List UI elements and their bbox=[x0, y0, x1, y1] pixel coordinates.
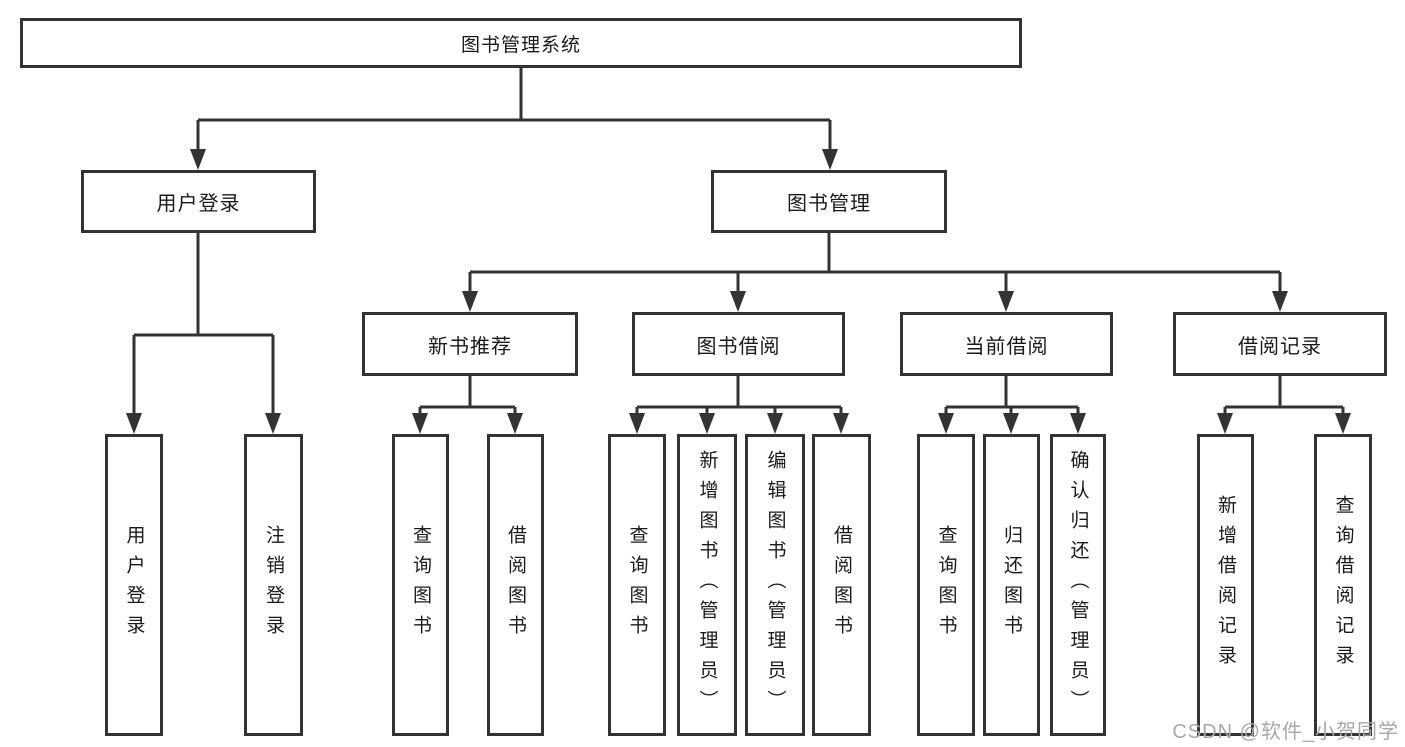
node-book-management: 图书管理 bbox=[711, 170, 947, 233]
leaf-query-books-current: 查询图书 bbox=[917, 434, 975, 736]
arrow-leaf9 bbox=[938, 413, 954, 434]
node-label: 图书管理系统 bbox=[460, 34, 581, 56]
leaf-edit-book-admin: 编辑图书（管理员） bbox=[745, 434, 805, 736]
arrow-user-login bbox=[190, 149, 206, 170]
arrow-leaf2 bbox=[265, 413, 281, 434]
arrow-borrow bbox=[730, 291, 746, 312]
leaf-label: 查询借阅记录 bbox=[1332, 495, 1354, 675]
leaf-label: 新增借阅记录 bbox=[1215, 495, 1236, 675]
arrow-leaf4 bbox=[507, 413, 523, 434]
arrowheads bbox=[126, 149, 1351, 434]
leaf-query-books-recommend: 查询图书 bbox=[392, 434, 449, 736]
node-label: 用户登录 bbox=[156, 193, 241, 215]
node-label: 当前借阅 bbox=[964, 335, 1049, 358]
leaf-label: 编辑图书（管理员） bbox=[764, 450, 786, 720]
leaf-label: 查询图书 bbox=[935, 525, 957, 645]
leaf-label: 查询图书 bbox=[410, 525, 431, 645]
arrow-book-mgmt bbox=[822, 149, 838, 170]
node-label: 图书借阅 bbox=[696, 335, 781, 358]
leaf-query-books-borrowing: 查询图书 bbox=[608, 434, 666, 736]
leaf-label: 确认归还（管理员） bbox=[1067, 450, 1089, 720]
node-label: 图书管理 bbox=[787, 193, 871, 215]
leaf-add-book-admin: 新增图书（管理员） bbox=[677, 434, 737, 736]
leaf-query-borrow-record: 查询借阅记录 bbox=[1314, 434, 1372, 736]
leaf-label: 新增图书（管理员） bbox=[696, 450, 718, 720]
leaf-label: 用户登录 bbox=[123, 525, 145, 645]
leaf-return-book: 归还图书 bbox=[983, 434, 1040, 736]
arrow-leaf11 bbox=[1070, 413, 1086, 434]
node-book-borrowing: 图书借阅 bbox=[632, 312, 845, 376]
leaf-logout: 注销登录 bbox=[244, 434, 303, 736]
arrow-leaf10 bbox=[1003, 413, 1019, 434]
node-label: 新书推荐 bbox=[428, 335, 512, 358]
leaf-add-borrow-record: 新增借阅记录 bbox=[1197, 434, 1254, 736]
leaf-user-login: 用户登录 bbox=[105, 434, 163, 736]
arrow-leaf3 bbox=[412, 413, 428, 434]
leaf-label: 借阅图书 bbox=[831, 525, 852, 645]
arrow-leaf6 bbox=[699, 413, 715, 434]
node-new-book-recommendation: 新书推荐 bbox=[362, 312, 578, 376]
arrow-leaf1 bbox=[126, 413, 142, 434]
leaf-label: 查询图书 bbox=[626, 525, 648, 645]
arrow-current bbox=[998, 291, 1014, 312]
leaf-label: 借阅图书 bbox=[505, 525, 526, 645]
arrow-leaf8 bbox=[833, 413, 849, 434]
arrow-newbook bbox=[462, 291, 478, 312]
node-label: 借阅记录 bbox=[1238, 335, 1322, 358]
arrow-leaf7 bbox=[767, 413, 783, 434]
node-borrowing-records: 借阅记录 bbox=[1173, 312, 1387, 376]
arrow-leaf5 bbox=[629, 413, 645, 434]
arrow-leaf13 bbox=[1335, 413, 1351, 434]
leaf-borrow-books: 借阅图书 bbox=[812, 434, 871, 736]
node-library-management-system: 图书管理系统 bbox=[20, 18, 1022, 68]
leaf-confirm-return-admin: 确认归还（管理员） bbox=[1050, 434, 1106, 736]
leaf-label: 注销登录 bbox=[263, 525, 284, 645]
node-current-borrowing: 当前借阅 bbox=[900, 312, 1113, 376]
node-user-login: 用户登录 bbox=[81, 170, 316, 233]
arrow-leaf12 bbox=[1217, 413, 1233, 434]
leaf-borrow-books-recommend: 借阅图书 bbox=[487, 434, 544, 736]
arrow-records bbox=[1272, 291, 1288, 312]
csdn-watermark: CSDN @软件_小贺同学 bbox=[1172, 721, 1399, 743]
leaf-label: 归还图书 bbox=[1001, 525, 1022, 645]
